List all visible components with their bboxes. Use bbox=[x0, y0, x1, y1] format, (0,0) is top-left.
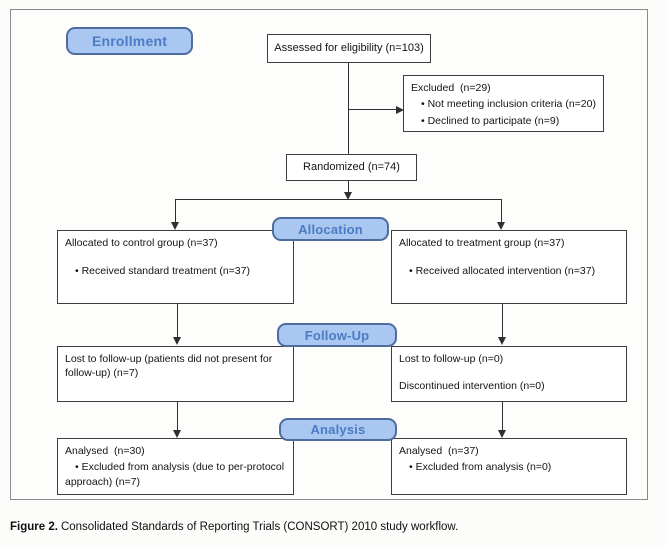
excluded-title: Excluded (n=29) bbox=[411, 82, 491, 94]
connector-assessed-to-randomized bbox=[348, 63, 349, 154]
arrow-down-randomized bbox=[344, 192, 352, 200]
allocation-right-title: Allocated to treatment group (n=37) bbox=[399, 237, 565, 249]
connector-split-left-down bbox=[175, 199, 176, 223]
arrow-down-analysis-left bbox=[173, 430, 181, 438]
arrow-down-analysis-right bbox=[498, 430, 506, 438]
analysis-left-box: Analysed (n=30) Excluded from analysis (… bbox=[57, 438, 294, 495]
excluded-item: Not meeting inclusion criteria (n=20) bbox=[411, 97, 596, 111]
arrow-right-excluded bbox=[396, 106, 404, 114]
connector-randomized-down bbox=[348, 181, 349, 193]
followup-left-line: Lost to follow-up (patients did not pres… bbox=[65, 353, 276, 380]
followup-left-box: Lost to follow-up (patients did not pres… bbox=[57, 346, 294, 402]
connector-followup-to-analysis-left bbox=[177, 402, 178, 431]
stage-allocation-label: Allocation bbox=[272, 217, 389, 241]
assessed-box: Assessed for eligibility (n=103) bbox=[267, 34, 431, 63]
connector-split-right-down bbox=[501, 199, 502, 223]
analysis-right-item: Excluded from analysis (n=0) bbox=[399, 460, 619, 474]
followup-right-line: Discontinued intervention (n=0) bbox=[399, 380, 545, 393]
analysis-right-title: Analysed (n=37) bbox=[399, 445, 479, 457]
figure-caption-text: Consolidated Standards of Reporting Tria… bbox=[60, 521, 459, 533]
figure-caption: Figure 2.Consolidated Standards of Repor… bbox=[10, 520, 655, 535]
connector-followup-to-analysis-right bbox=[502, 402, 503, 431]
diagram-frame: Enrollment Allocation Follow-Up Analysis… bbox=[10, 9, 648, 500]
arrow-down-followup-left bbox=[173, 337, 181, 345]
excluded-box: Excluded (n=29) Not meeting inclusion cr… bbox=[403, 75, 604, 132]
connector-split-horizontal bbox=[175, 199, 502, 200]
connector-alloc-to-followup-left bbox=[177, 304, 178, 338]
figure-caption-label: Figure 2. bbox=[10, 521, 58, 533]
connector-alloc-to-followup-right bbox=[502, 304, 503, 338]
followup-right-line: Lost to follow-up (n=0) bbox=[399, 353, 504, 365]
analysis-left-title: Analysed (n=30) bbox=[65, 445, 145, 457]
stage-followup-label: Follow-Up bbox=[277, 323, 397, 347]
allocation-right-box: Allocated to treatment group (n=37) Rece… bbox=[391, 230, 627, 304]
followup-right-box: Lost to follow-up (n=0) Discontinued int… bbox=[391, 346, 627, 402]
allocation-left-item: Received standard treatment (n=37) bbox=[65, 264, 286, 278]
stage-enrollment-label: Enrollment bbox=[66, 27, 193, 55]
randomized-box: Randomized (n=74) bbox=[286, 154, 417, 181]
arrow-down-alloc-left bbox=[171, 222, 179, 230]
analysis-right-box: Analysed (n=37) Excluded from analysis (… bbox=[391, 438, 627, 495]
arrow-down-followup-right bbox=[498, 337, 506, 345]
allocation-left-box: Allocated to control group (n=37) Receiv… bbox=[57, 230, 294, 304]
analysis-left-item: Excluded from analysis (due to per-proto… bbox=[65, 460, 286, 489]
stage-analysis-label: Analysis bbox=[279, 418, 397, 441]
connector-branch-to-excluded bbox=[348, 109, 396, 110]
arrow-down-alloc-right bbox=[497, 222, 505, 230]
excluded-item: Declined to participate (n=9) bbox=[411, 114, 596, 128]
allocation-left-title: Allocated to control group (n=37) bbox=[65, 237, 218, 249]
allocation-right-item: Received allocated intervention (n=37) bbox=[399, 264, 619, 278]
